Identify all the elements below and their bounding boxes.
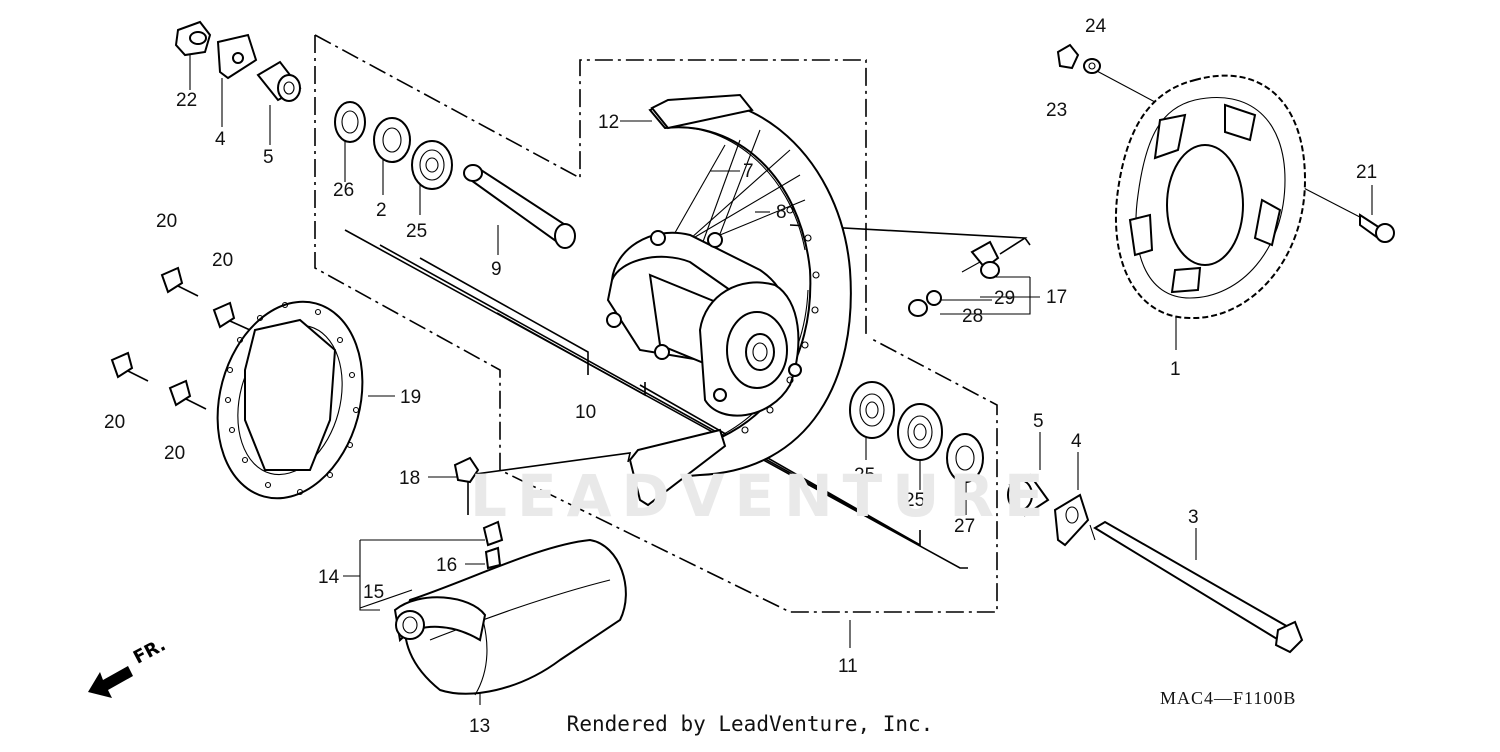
callout-1: 1 [1170, 359, 1181, 380]
callout-3: 3 [1188, 507, 1199, 528]
callout-12: 12 [598, 112, 619, 133]
callout-21: 21 [1356, 162, 1377, 183]
rim-spoke-holes [741, 206, 820, 434]
callout-26: 26 [333, 180, 354, 201]
callout-13: 13 [469, 716, 490, 737]
callout-leaders [189, 50, 1373, 705]
callout-14: 14 [318, 567, 340, 588]
disc-bolt-20-b [212, 301, 251, 331]
brake-disc-19 [216, 300, 364, 500]
side-collar-5-right [1007, 473, 1050, 517]
callout-11: 11 [838, 656, 858, 677]
radial-bearing-25-upper [411, 140, 453, 190]
front-direction-arrow-icon [88, 666, 133, 698]
callout-25-upper: 25 [406, 221, 427, 242]
disc-bolt-20-c [110, 351, 149, 382]
rear-wheel-11 [606, 93, 852, 507]
sprocket-washer-24 [1083, 58, 1101, 74]
radial-bearing-25-lower-a [849, 381, 895, 439]
tire-13 [403, 538, 627, 696]
oil-seal-26 [334, 101, 366, 143]
callout-7: 7 [743, 161, 754, 182]
washer-29 [926, 290, 942, 306]
callout-19: 19 [400, 387, 421, 408]
callout-4-left: 4 [215, 129, 226, 150]
callout-22: 22 [176, 90, 197, 111]
callout-2: 2 [376, 200, 387, 221]
callout-4-right: 4 [1071, 431, 1082, 452]
diagram-code: MAC4—F1100B [1160, 688, 1297, 708]
callout-5-right: 5 [1033, 411, 1044, 432]
disc-bolt-20-a [160, 266, 199, 297]
radial-bearing-25-lower-b [897, 403, 943, 461]
adjuster-plate-4-right [1053, 493, 1090, 547]
callout-numbers: 1 2 3 4 4 5 5 7 8 9 10 11 12 13 14 15 16… [104, 16, 1377, 737]
driven-sprocket-1 [1114, 74, 1307, 320]
wheel-hub [606, 230, 802, 417]
callout-24: 24 [1085, 16, 1107, 37]
callout-20-b: 20 [212, 250, 233, 271]
callout-23: 23 [1046, 100, 1067, 121]
nut-28 [908, 299, 928, 317]
flange-nut-22 [174, 20, 212, 57]
callout-9: 9 [491, 259, 502, 280]
callout-8: 8 [776, 202, 787, 223]
callout-10: 10 [575, 402, 596, 423]
callout-25-lower-a: 25 [854, 465, 875, 486]
disc-bolt-20-d [168, 379, 207, 410]
bearing-retainer-2 [373, 117, 411, 163]
callout-20-d: 20 [164, 443, 185, 464]
sprocket-nut-23 [1056, 43, 1080, 70]
callout-5-left: 5 [263, 147, 274, 168]
callout-18: 18 [399, 468, 420, 489]
rim-lock-nut-18 [453, 456, 480, 484]
callout-16: 16 [436, 555, 457, 576]
callout-29: 29 [994, 288, 1015, 309]
inner-tube-14 [393, 596, 487, 643]
distance-collar-9 [463, 164, 576, 249]
render-credit: Rendered by LeadVenture, Inc. [566, 712, 934, 736]
side-collar-5-left [256, 60, 302, 102]
disc-holes [224, 301, 360, 496]
callout-27: 27 [954, 516, 975, 537]
callout-20-a: 20 [156, 211, 177, 232]
sprocket-bolt-21 [1359, 213, 1395, 243]
callout-15: 15 [363, 582, 384, 603]
callout-28: 28 [962, 306, 983, 327]
spoke-nipple-17 [961, 240, 1000, 279]
rear-axle-3 [1089, 520, 1304, 654]
callout-25-lower-b: 25 [904, 490, 925, 511]
adjuster-plate-4-left [216, 33, 258, 80]
callout-17: 17 [1046, 287, 1067, 308]
callout-20-c: 20 [104, 412, 125, 433]
dust-seal-27 [946, 433, 984, 483]
